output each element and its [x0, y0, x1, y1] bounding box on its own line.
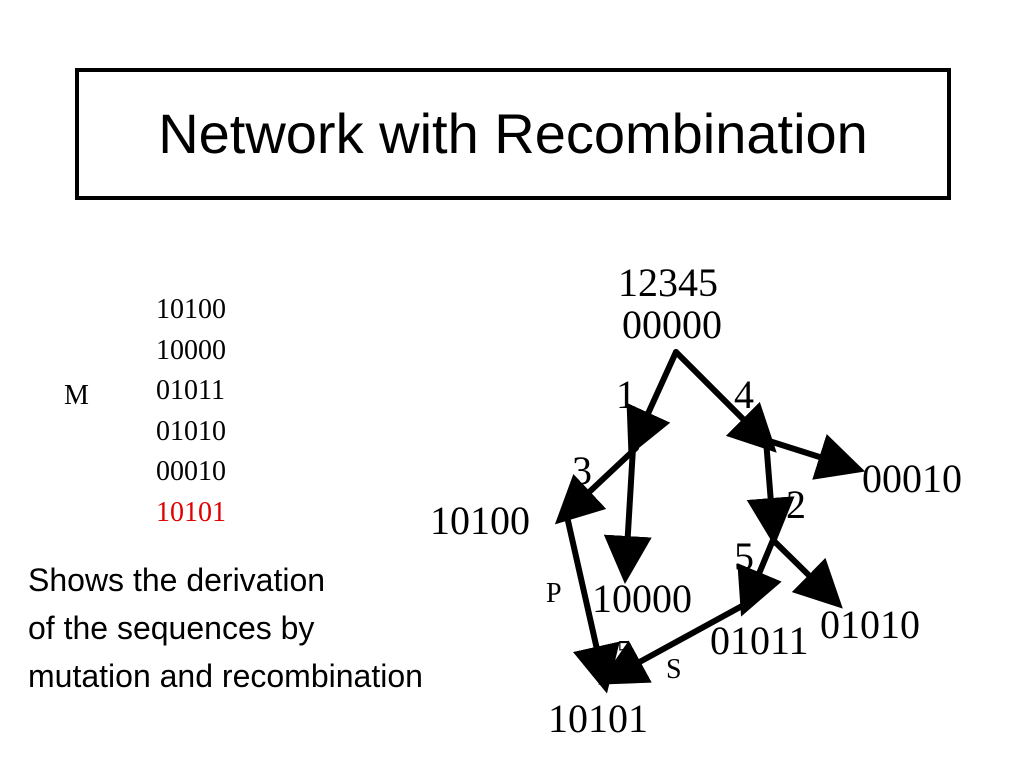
sequence-item: 10000: [156, 334, 226, 366]
sequence-list: 10100 10000 01011 01010 00010 10101: [156, 290, 226, 533]
breakpoint-label: 5: [617, 636, 631, 667]
matrix-label: M: [64, 380, 89, 411]
edge-prefix-to-10101: [563, 509, 620, 694]
edge-to-branch-2: [746, 437, 795, 546]
node-01010: 01010: [820, 602, 920, 647]
sequence-item: 00010: [156, 456, 226, 487]
edge-to-01010: [770, 537, 843, 609]
slide-title: Network with Recombination: [158, 102, 868, 165]
mutation-label-5: 5: [734, 534, 754, 579]
mutation-label-1: 1: [616, 372, 636, 417]
sequence-item-recombinant: 10101: [156, 496, 226, 528]
edge-suffix-to-10101: [598, 603, 745, 685]
sequence-item: 01011: [156, 375, 225, 406]
caption: Shows the derivation of the sequences by…: [28, 556, 423, 700]
node-root: 00000: [622, 302, 722, 347]
edge-to-10100: [554, 445, 639, 525]
prefix-label: P: [546, 578, 562, 609]
sequence-item: 10100: [156, 294, 226, 325]
edge-to-10000: [603, 445, 652, 584]
mutation-label-3: 3: [572, 448, 592, 493]
edge-root-to-branch-left: [626, 349, 679, 457]
caption-line: mutation and recombination: [28, 658, 423, 694]
node-10100: 10100: [430, 498, 530, 543]
suffix-label: S: [666, 654, 682, 685]
node-10000: 10000: [592, 576, 692, 621]
caption-line: of the sequences by: [28, 610, 315, 646]
edge-to-00010: [763, 434, 866, 480]
positions-header: 12345: [618, 260, 718, 305]
node-10101: 10101: [548, 696, 648, 741]
title-box: Network with Recombination: [75, 68, 951, 200]
sequence-item: 01010: [156, 415, 226, 447]
node-01011: 01011: [710, 618, 809, 663]
edge-to-01011: [737, 537, 782, 617]
node-00010: 00010: [862, 456, 962, 501]
mutation-label-4: 4: [734, 372, 754, 417]
mutation-label-2: 2: [786, 482, 806, 527]
caption-line: Shows the derivation: [28, 562, 326, 598]
edge-root-to-branch-right: [673, 349, 777, 453]
